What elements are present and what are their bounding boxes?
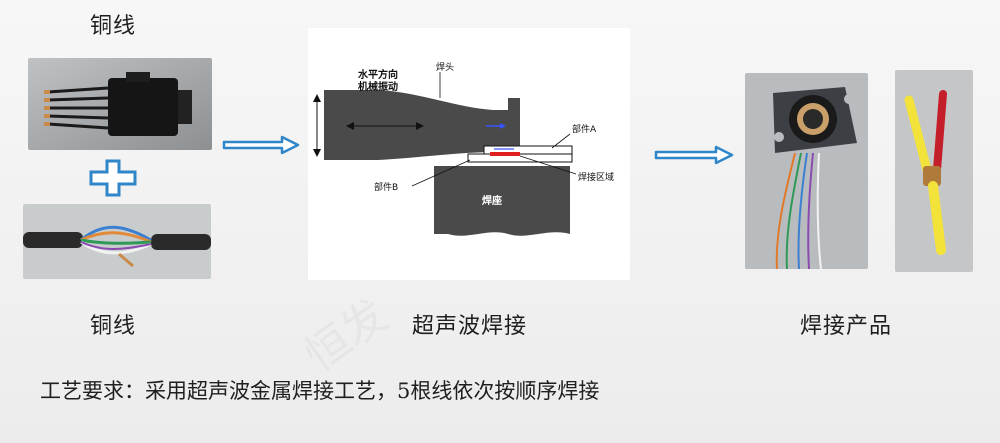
yellow-wire-product-photo	[895, 70, 973, 272]
connector-wire-photo	[28, 58, 212, 150]
process-requirement-text: 工艺要求：采用超声波金属焊接工艺，5根线依次按顺序焊接	[40, 379, 600, 403]
diagram-label-part-a: 部件A	[572, 123, 597, 135]
diagram-label-weld-zone: 焊接区域	[578, 171, 614, 183]
diagram-label-horizontal-2: 机械振动	[358, 80, 398, 93]
diagram-label-weld-base: 焊座	[482, 194, 502, 207]
diagram-label-horizontal-1: 水平方向	[357, 68, 398, 81]
diagram-label-part-b: 部件B	[374, 181, 398, 193]
result-arrow-icon	[654, 145, 734, 165]
ultrasonic-welding-label: 超声波焊接	[412, 314, 528, 339]
ultrasonic-welding-diagram: 水平方向 机械振动 焊头 部件A 部件B 焊接区域 焊座	[308, 28, 630, 280]
process-arrow-icon	[222, 135, 300, 155]
welded-product-label: 焊接产品	[800, 314, 893, 339]
diagram-label-weld-head: 焊头	[436, 61, 454, 73]
sensor-ring-product-photo	[745, 73, 868, 269]
watermark-text: 恒发	[290, 281, 399, 384]
cable-wire-photo	[23, 204, 211, 279]
plus-icon	[87, 158, 139, 198]
copper-wire-label-bottom: 铜线	[90, 314, 137, 339]
copper-wire-label-top: 铜线	[90, 14, 137, 39]
